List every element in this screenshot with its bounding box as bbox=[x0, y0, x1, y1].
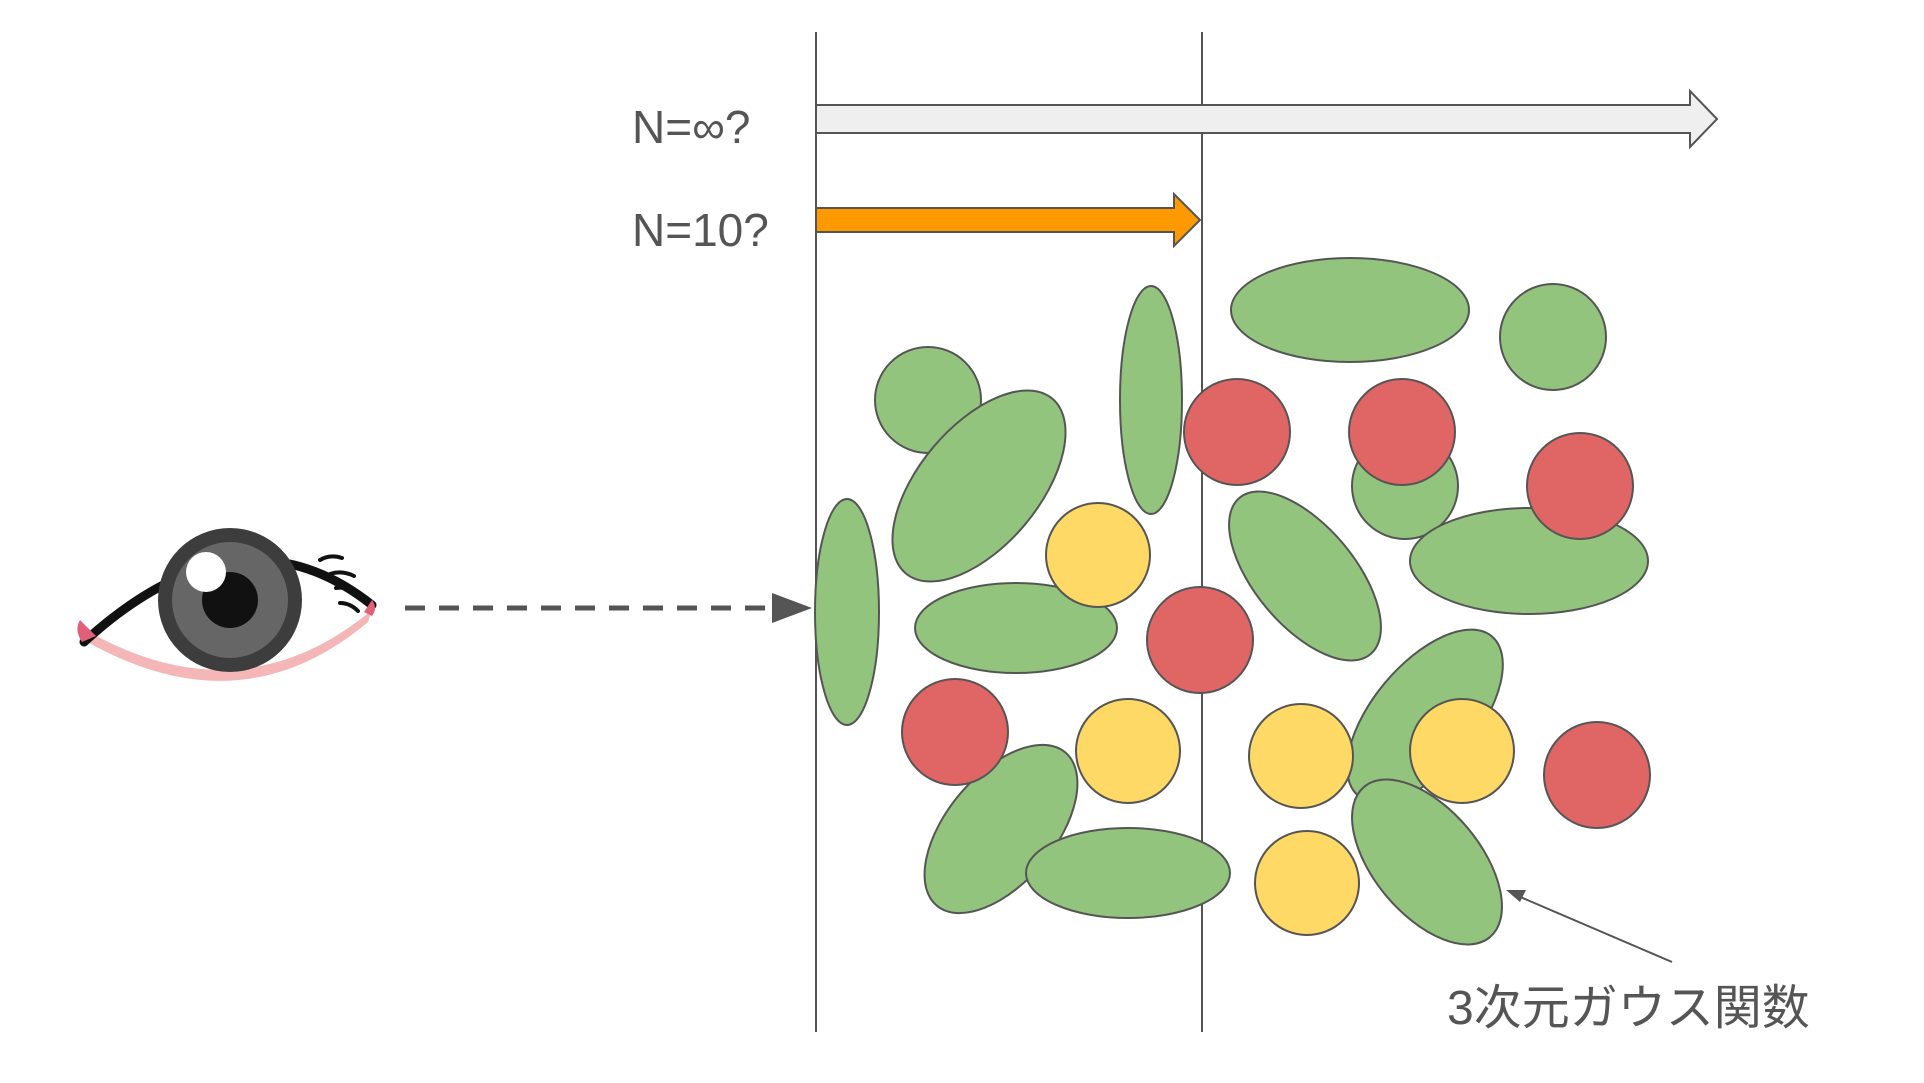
gaussian-blob bbox=[1230, 257, 1470, 363]
gaussian-blob bbox=[914, 582, 1118, 674]
annotation-pointer-head bbox=[1506, 890, 1526, 902]
eye-icon bbox=[77, 528, 377, 681]
gaussian-blob bbox=[1119, 285, 1183, 515]
gaussian-blob bbox=[1348, 378, 1456, 486]
arrow-n-infinity bbox=[815, 88, 1719, 150]
gaussian-blob bbox=[1409, 698, 1515, 804]
gaussian-blob bbox=[1543, 721, 1651, 829]
gaussian-blob bbox=[1351, 778, 1503, 946]
label-n-ten: N=10? bbox=[632, 204, 769, 256]
gaussian-blob bbox=[1228, 490, 1382, 662]
gaussian-blob bbox=[1146, 586, 1254, 694]
label-gaussian-function: 3次元ガウス関数 bbox=[1447, 982, 1810, 1035]
gaussian-blob bbox=[901, 678, 1009, 786]
gaussian-blob bbox=[1499, 283, 1607, 391]
arrow-n-ten bbox=[815, 191, 1202, 249]
gaussian-blob bbox=[1183, 378, 1291, 486]
view-ray-arrowhead bbox=[772, 593, 812, 623]
annotation-pointer bbox=[1517, 895, 1673, 963]
label-n-infinity: N=∞? bbox=[632, 101, 751, 153]
gaussian-blob bbox=[891, 389, 1067, 583]
gaussian-blob bbox=[1025, 827, 1231, 919]
gaussian-blob bbox=[1254, 830, 1360, 936]
gaussian-blob bbox=[1075, 698, 1181, 804]
gaussian-blob bbox=[814, 498, 880, 726]
gaussian-blob bbox=[1526, 432, 1634, 540]
gaussian-blob bbox=[1248, 703, 1354, 809]
gaussian-blob bbox=[1045, 502, 1151, 608]
gaussian-blobs bbox=[814, 257, 1651, 946]
